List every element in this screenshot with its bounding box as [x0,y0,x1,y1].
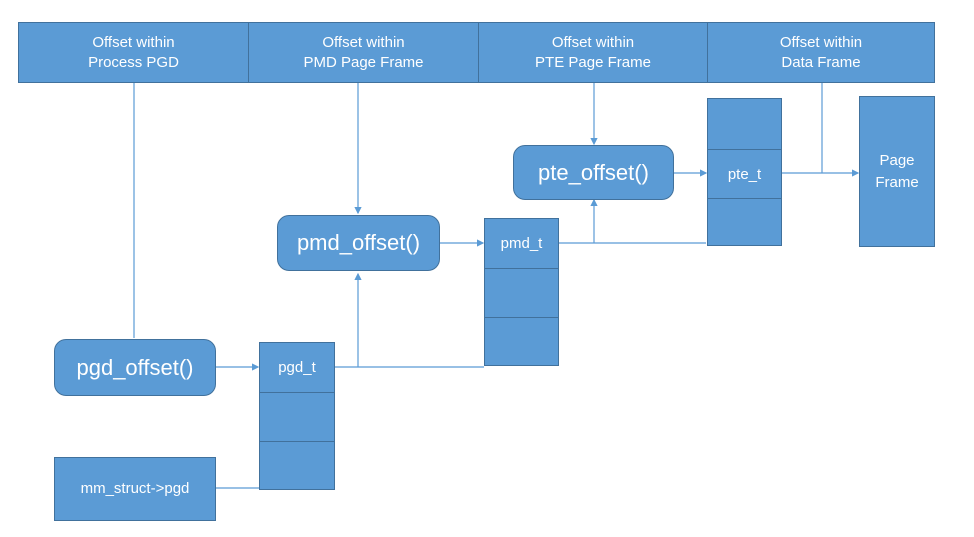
pte-offset-function: pte_offset() [513,145,674,200]
header-line2: PTE Page Frame [535,53,651,71]
pte-table: pte_t [707,98,782,246]
mm-struct-pgd-label: mm_struct->pgd [80,480,190,497]
pmd-offset-function: pmd_offset() [277,215,440,271]
pgd-table: pgd_t [259,342,335,490]
pte-table-row [708,198,781,246]
page-frame-box: Page Frame [859,96,935,247]
pmd-t-entry: pmd_t [500,235,543,252]
pte-t-entry: pte_t [708,149,781,198]
pmd-table: pmd_t [484,218,559,366]
pgd-t-entry: pgd_t [278,359,316,376]
mm-struct-pgd-box: mm_struct->pgd [54,457,216,521]
header-line2: PMD Page Frame [303,53,424,71]
header-line1: Offset within [551,33,635,51]
pgd-table-row [260,441,334,490]
header-line2: Data Frame [781,53,861,71]
header-line1: Offset within [92,33,175,51]
header-pte-page-frame: Offset within PTE Page Frame [478,22,708,83]
pgd-table-row [260,392,334,441]
pgd-offset-function: pgd_offset() [54,339,216,396]
header-data-frame: Offset within Data Frame [707,22,935,83]
page-frame-line2: Frame [875,173,919,191]
pmd-table-row [485,317,558,366]
pmd-table-row [485,268,558,317]
header-process-pgd: Offset within Process PGD [18,22,249,83]
header-line2: Process PGD [88,53,179,71]
header-pmd-page-frame: Offset within PMD Page Frame [248,22,479,83]
header-line1: Offset within [779,33,863,51]
pte-table-row [708,99,781,149]
page-frame-line1: Page [879,151,915,169]
header-line1: Offset within [322,33,405,51]
